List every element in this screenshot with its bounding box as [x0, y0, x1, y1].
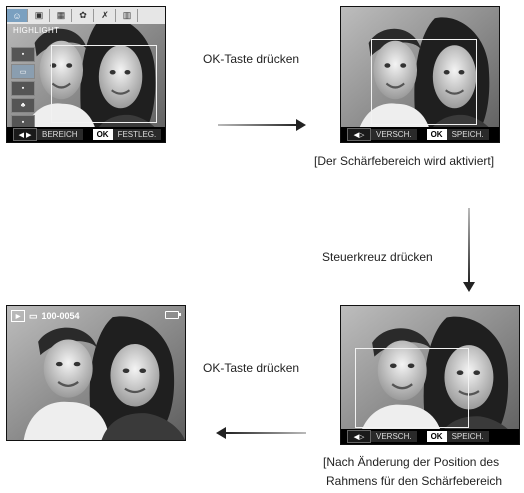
caption-focus-activated: [Der Schärfebereich wird aktiviert] [314, 154, 495, 168]
move-label: VERSCH. [371, 129, 417, 140]
side-item-icon[interactable]: ▭ [11, 64, 35, 79]
save-label: SPEICH. [446, 129, 489, 140]
palette-icon[interactable]: ✿ [73, 9, 94, 22]
arrow-right [218, 124, 298, 126]
arrow-left-head-icon [216, 427, 226, 439]
focus-frame [355, 348, 469, 428]
screen-playback: ▶ ▭ 100-0054 [6, 305, 186, 441]
smile-icon[interactable]: ☺ [7, 9, 28, 22]
move-label: VERSCH. [371, 431, 417, 442]
screen-highlight-menu: ☺ ▣ ▦ ✿ ✗ ▥ HIGHLIGHT ▪ ▭ ▪ ♣ ▪ ◀ ▶ BERE… [6, 6, 166, 143]
button-bar: ◀▷ VERSCH. OK SPEICH. [341, 127, 499, 142]
side-item-icon[interactable]: ♣ [11, 98, 35, 113]
arrow-left [226, 432, 306, 434]
screen-focus-activated: ◀▷ VERSCH. OK SPEICH. [340, 6, 500, 143]
screen-focus-moved: ◀▷ VERSCH. OK SPEICH. [340, 305, 520, 445]
mode-menu-strip: ☺ ▣ ▦ ✿ ✗ ▥ [7, 7, 165, 24]
playback-header: ▶ ▭ 100-0054 [11, 310, 80, 322]
focus-frame [51, 45, 157, 123]
photo-couple [7, 306, 185, 440]
arrow-right-head-icon [296, 119, 306, 131]
caption-press-directional-key: Steuerkreuz drücken [322, 250, 433, 264]
arrow-keys-icon: ◀ ▶ [13, 128, 37, 141]
frame-icon[interactable]: ▣ [29, 9, 50, 22]
arrow-keys-icon: ◀▷ [347, 128, 371, 141]
area-label: BEREICH [37, 129, 83, 140]
caption-after-change-line-2: Rahmens für den Schärfebereich [326, 474, 503, 488]
side-menu: ▪ ▭ ▪ ♣ ▪ [11, 47, 35, 130]
battery-icon [165, 311, 181, 319]
save-label: SPEICH. [446, 431, 489, 442]
file-number: 100-0054 [41, 311, 80, 321]
focus-frame [371, 39, 477, 125]
button-bar: ◀ ▶ BEREICH OK FESTLEG. [7, 127, 165, 142]
ok-key-icon: OK [426, 129, 447, 140]
histogram-icon[interactable]: ▥ [117, 9, 138, 22]
file-icon: ▭ [29, 310, 38, 321]
arrow-down [468, 208, 470, 284]
caption-after-change-line-1: [Nach Änderung der Position des [323, 455, 500, 469]
ok-key-icon: OK [92, 129, 113, 140]
side-item-icon[interactable]: ▪ [11, 81, 35, 96]
arrow-down-head-icon [463, 282, 475, 292]
set-label: FESTLEG. [112, 129, 162, 140]
caption-ok-press-2: OK-Taste drücken [203, 361, 300, 375]
ok-key-icon: OK [426, 431, 447, 442]
caption-ok-press-1: OK-Taste drücken [203, 52, 300, 66]
arrow-keys-icon: ◀▷ [347, 430, 371, 443]
play-icon: ▶ [11, 310, 25, 322]
mode-label: HIGHLIGHT [13, 26, 60, 35]
button-bar: ◀▷ VERSCH. OK SPEICH. [341, 429, 519, 444]
grid-icon[interactable]: ▦ [51, 9, 72, 22]
side-item-icon[interactable]: ▪ [11, 47, 35, 62]
effect-icon[interactable]: ✗ [95, 9, 116, 22]
